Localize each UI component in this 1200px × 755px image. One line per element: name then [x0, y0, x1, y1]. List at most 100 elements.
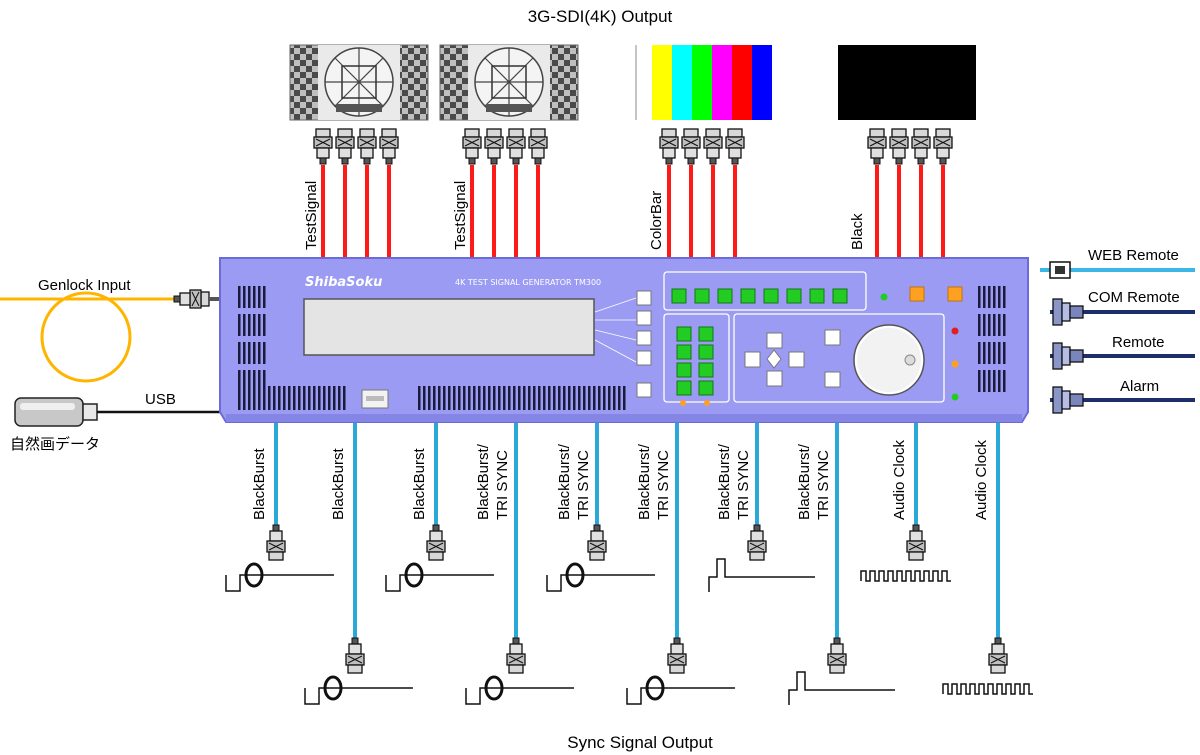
- genlock-bnc-connector: [173, 289, 210, 309]
- web-remote-connector-icon: [1049, 261, 1071, 279]
- output-select-key[interactable]: [717, 288, 733, 304]
- sync-bnc-connector: [667, 637, 687, 674]
- sdi-bnc-connector: [528, 128, 548, 165]
- sync-output-label: BlackBurst: [411, 447, 428, 520]
- usb-label: USB: [145, 391, 176, 408]
- jog-dial[interactable]: [853, 324, 925, 396]
- keypad-key[interactable]: [676, 326, 692, 342]
- sdi-bnc-connector: [933, 128, 953, 165]
- sdi-output-label: ColorBar: [648, 191, 665, 250]
- output-select-key[interactable]: [671, 288, 687, 304]
- sdi-bnc-connector: [335, 128, 355, 165]
- sync-output-label: Audio Clock: [973, 439, 990, 520]
- cursor-left-key[interactable]: [744, 351, 761, 368]
- sync-output-cables: BlackBurst BlackBurst BlackBurst BlackBurst…: [225, 422, 1033, 705]
- genlock-input: Genlock Input: [0, 277, 220, 383]
- sync-bnc-connector: [747, 524, 767, 561]
- alarm-label: Alarm: [1120, 378, 1159, 395]
- bottom-title: Sync Signal Output: [567, 733, 713, 752]
- sync-output-label-line2: TRI SYNC: [735, 450, 752, 520]
- color-bar-stripe: [752, 45, 772, 120]
- status-led-red: [951, 327, 959, 335]
- keypad-key[interactable]: [676, 362, 692, 378]
- sync-waveform-blackburst: [546, 562, 655, 592]
- soft-key-3[interactable]: [636, 330, 652, 346]
- output-select-key[interactable]: [694, 288, 710, 304]
- color-bar-stripe: [712, 45, 732, 120]
- sdi-bnc-connector: [867, 128, 887, 165]
- sync-waveform-clock: [860, 570, 951, 582]
- sync-waveform-blackburst: [465, 675, 574, 705]
- soft-key-4[interactable]: [636, 350, 652, 366]
- com-remote-label: COM Remote: [1088, 289, 1180, 306]
- orange-key-1[interactable]: [909, 286, 925, 302]
- keypad-key[interactable]: [676, 380, 692, 396]
- sync-output-label-line2: TRI SYNC: [575, 450, 592, 520]
- sdi-bnc-connector: [379, 128, 399, 165]
- sdi-bnc-connector: [484, 128, 504, 165]
- sync-output-label: BlackBurst/: [716, 443, 733, 520]
- device-brand: ShibaSoku: [305, 275, 382, 290]
- sdi-output-label: TestSignal: [303, 181, 320, 250]
- status-led-green: [951, 393, 959, 401]
- output-select-key[interactable]: [740, 288, 756, 304]
- device-model: 4K TEST SIGNAL GENERATOR TM300: [455, 278, 601, 287]
- web-remote-label: WEB Remote: [1088, 247, 1179, 264]
- sync-output-label: BlackBurst/: [796, 443, 813, 520]
- cancel-key[interactable]: [824, 371, 841, 388]
- orange-key-2[interactable]: [947, 286, 963, 302]
- sync-waveform-blackburst: [626, 675, 735, 705]
- output-select-key[interactable]: [763, 288, 779, 304]
- keypad-key[interactable]: [698, 344, 714, 360]
- device-vents: [238, 286, 1006, 410]
- sync-output-label: BlackBurst: [330, 447, 347, 520]
- sync-output-label: BlackBurst/: [636, 443, 653, 520]
- output-select-key[interactable]: [809, 288, 825, 304]
- sync-output-label-line2: TRI SYNC: [494, 450, 511, 520]
- output-key-row: [671, 288, 848, 304]
- sdi-output-label: TestSignal: [452, 181, 469, 250]
- output-select-key[interactable]: [786, 288, 802, 304]
- keypad-key[interactable]: [698, 380, 714, 396]
- sync-waveform-blackburst: [225, 562, 334, 592]
- sync-output-label: BlackBurst: [251, 447, 268, 520]
- right-connections: WEB Remote COM Remote Remote Alarm: [1040, 247, 1195, 414]
- sdi-bnc-connector: [681, 128, 701, 165]
- remote-label: Remote: [1112, 334, 1165, 351]
- lcd-display: [303, 298, 595, 356]
- soft-key-1[interactable]: [636, 290, 652, 306]
- sdi-bnc-connector: [703, 128, 723, 165]
- signal-generator-device: ShibaSoku 4K TEST SIGNAL GENERATOR TM300: [219, 257, 1029, 423]
- test-chart-picture-2: [439, 44, 579, 121]
- sync-bnc-connector: [587, 524, 607, 561]
- usb-stick-icon: [14, 397, 98, 427]
- sync-waveform-blackburst: [385, 562, 494, 592]
- genlock-label: Genlock Input: [38, 277, 131, 294]
- cursor-down-key[interactable]: [766, 370, 783, 387]
- keypad-key[interactable]: [698, 326, 714, 342]
- enter-key[interactable]: [824, 329, 841, 346]
- cursor-up-key[interactable]: [766, 332, 783, 349]
- status-led-orange: [951, 360, 959, 368]
- output-select-key[interactable]: [832, 288, 848, 304]
- sync-bnc-connector: [506, 637, 526, 674]
- sync-output-label-line2: TRI SYNC: [815, 450, 832, 520]
- sdi-bnc-connector: [911, 128, 931, 165]
- sync-bnc-connector: [906, 524, 926, 561]
- sdi-bnc-connector: [357, 128, 377, 165]
- sdi-bnc-connector: [506, 128, 526, 165]
- soft-key-2[interactable]: [636, 310, 652, 326]
- sdi-bnc-connector: [659, 128, 679, 165]
- sdi-bnc-connector: [725, 128, 745, 165]
- soft-keys: [636, 290, 652, 398]
- top-title: 3G-SDI(4K) Output: [528, 7, 673, 26]
- soft-key-5[interactable]: [636, 382, 652, 398]
- usb-device-label: 自然画データ: [10, 435, 100, 453]
- sync-waveform-blackburst: [304, 675, 413, 705]
- keypad-key[interactable]: [676, 344, 692, 360]
- black-picture: [838, 45, 976, 120]
- status-led-green-top: [880, 293, 888, 301]
- keypad-key[interactable]: [698, 362, 714, 378]
- cursor-right-key[interactable]: [788, 351, 805, 368]
- sync-output-label: BlackBurst/: [556, 443, 573, 520]
